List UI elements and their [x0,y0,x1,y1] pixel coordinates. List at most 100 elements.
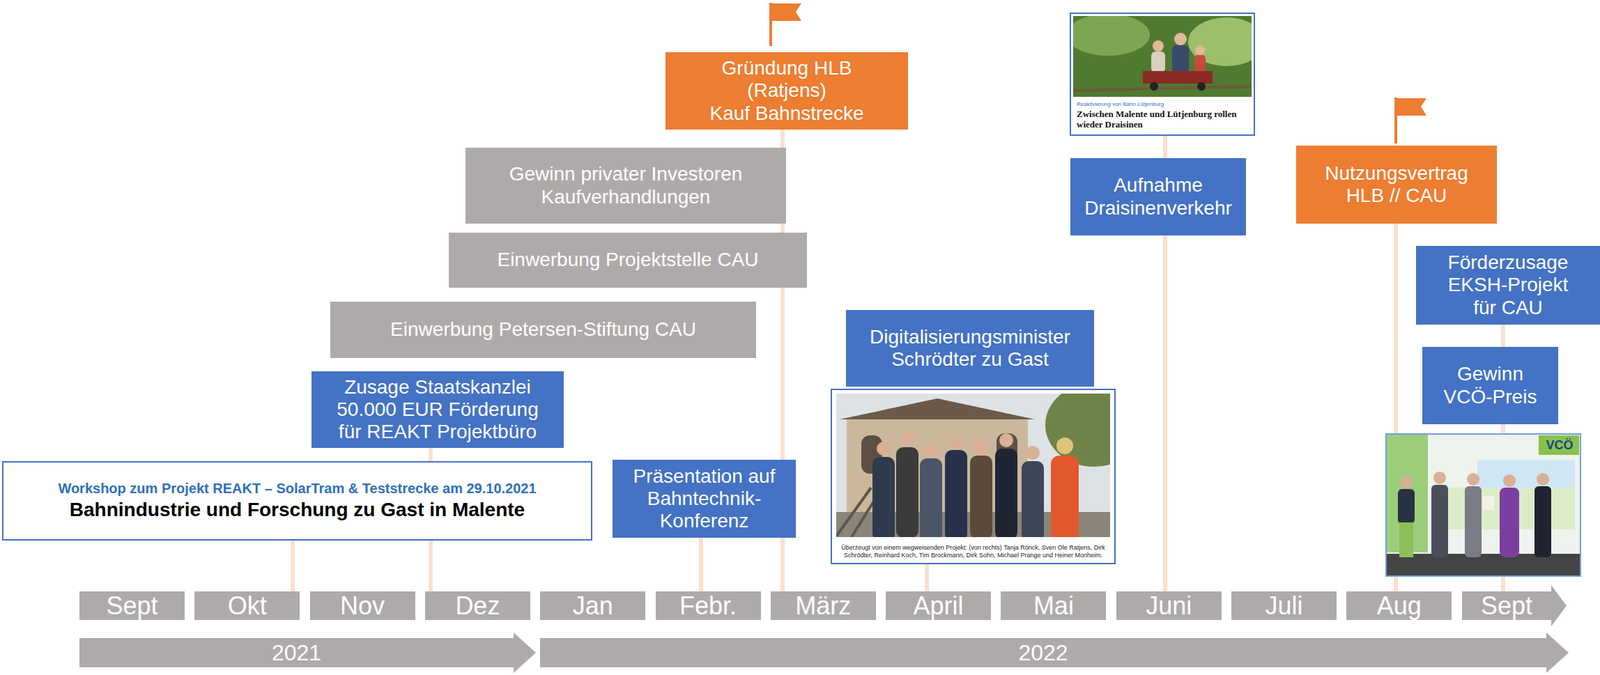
month-box: Febr. [655,591,761,621]
award-photo [1386,434,1581,577]
text-line: Workshop zum Projekt REAKT – SolarTram &… [57,480,536,497]
text-line: VCÖ-Preis [1443,386,1538,409]
flag-pole [769,2,773,46]
month-box-text: Okt [227,591,267,621]
text-line: Draisinenverkehr [1084,197,1233,220]
event-box-text: Einwerbung Projektstelle CAU [496,248,759,272]
text-line: Sept [105,591,158,621]
text-line: Überzeugt von einem wegweisenden Projekt… [839,544,1108,561]
month-box-text: Juli [1264,591,1303,621]
event-box: Aufnahme Draisinenverkehr [1070,158,1246,236]
year-arrow: 2021 [79,638,536,668]
month-box-text: Dez [455,591,500,621]
flag-cloth [1397,98,1427,116]
milestone-flag [1394,97,1427,144]
text-line: März [795,591,851,621]
photo-person-head [1503,474,1516,488]
flag-cloth [772,3,802,21]
photo-person-head [1025,445,1040,460]
month-box: April [885,591,991,621]
text-line: Kauf Bahnstrecke [709,102,864,125]
photo-person-body [970,455,993,538]
photo-person-body [944,450,968,538]
event-box: Gründung HLB (Ratjens) Kauf Bahnstrecke [665,52,909,130]
event-box: Gewinn VCÖ-Preis [1422,347,1559,425]
photo-poster [1477,459,1575,488]
photo-floor [1386,554,1581,577]
text-line: Zusage Staatskanzlei [344,376,532,399]
text-line: Schrödter zu Gast [891,348,1049,371]
photo-foliage [1073,16,1150,56]
year-arrow-text: 2022 [1018,638,1068,668]
logo-patch [1538,435,1580,456]
text-line: 2021 [271,638,322,668]
photo-tree [1045,393,1111,467]
photo-person-body [1151,51,1166,73]
photo-person-body [1021,461,1044,538]
timeline-connector [924,564,929,592]
event-box-text: Zusage Staatskanzlei 50.000 EUR Förderun… [336,376,539,444]
flag-pole [1394,97,1398,144]
photo-person-legs [1399,522,1414,558]
photo-person-head [1536,473,1550,486]
logo-label: VCÖ [1540,436,1580,454]
text-line: Nov [340,591,385,621]
text-line: Gründung HLB [721,57,853,80]
photo-certificate [1482,496,1495,511]
photo-roof [839,398,1035,420]
news-clipping: Reaktivierung von Bahn LütjenburgZwische… [1069,12,1256,136]
photo-person-body [1534,486,1552,558]
photo-person-body [919,458,943,538]
photo-person-body [1172,45,1189,74]
text-line: Kaufverhandlungen [541,186,711,209]
group-photo [836,393,1111,538]
text-line: (Ratjens) [747,79,827,102]
photo-person-body [1050,455,1079,538]
event-box-text: Präsentation auf Bahntechnik-Konferenz [619,465,789,534]
month-box: Sept [79,591,185,621]
month-box: Mai [1000,591,1106,621]
month-box: Nov [310,591,416,621]
month-box-text: April [913,591,964,621]
year-arrow-text: 2021 [271,638,322,668]
text-line: Okt [227,591,267,621]
month-box-text: Mai [1033,591,1074,621]
event-box: Nutzungsvertrag HLB // CAU [1296,145,1497,224]
photo-person-head [1400,475,1413,489]
event-box: Digitalisierungsminister Schrödter zu Ga… [845,310,1095,387]
timeline-connector [698,537,704,592]
year-arrow: 2022 [540,638,1569,668]
month-box-text: Febr. [679,591,737,621]
event-box: Förderzusage EKSH-Projekt für CAU [1416,245,1600,325]
text-line: Mai [1033,591,1074,621]
news-clipping-text: Workshop zum Projekt REAKT – SolarTram &… [57,480,536,497]
arrow-fill [79,632,536,674]
photo-person-head [1433,471,1446,485]
text-line: Aufnahme [1113,174,1203,197]
text-line: Gewinn [1457,363,1524,386]
photo-person-body [1499,487,1520,558]
text-line: Juni [1145,591,1192,621]
photo-person-head [876,441,891,456]
text-line: Reaktivierung von Bahn Lütjenburg [1076,101,1249,109]
photo-person-head [1195,45,1205,56]
milestone-flag [769,2,802,46]
month-arrow-text: Sept [1480,591,1533,621]
photo-rail [1073,86,1252,91]
timeline-connector [290,540,295,592]
photo-draisine [1142,71,1213,84]
photo-person-head [974,440,989,455]
text-line: Einwerbung Projektstelle CAU [496,248,759,272]
text-line: Juli [1264,591,1303,621]
text-line: HLB // CAU [1346,184,1448,207]
text-line: Zwischen Malente und Lütjenburg rollen w… [1076,109,1249,131]
event-box: Einwerbung Petersen-Stiftung CAU [330,301,757,359]
text-line: Sept [1480,591,1533,621]
photo-person-body [1194,55,1206,74]
photo-person-head [1152,40,1164,52]
text-line: Jan [572,591,614,621]
text-line: Aug [1377,591,1422,621]
photo-person-body [1397,489,1415,525]
news-clipping-text: Reaktivierung von Bahn Lütjenburg [1076,101,1249,109]
